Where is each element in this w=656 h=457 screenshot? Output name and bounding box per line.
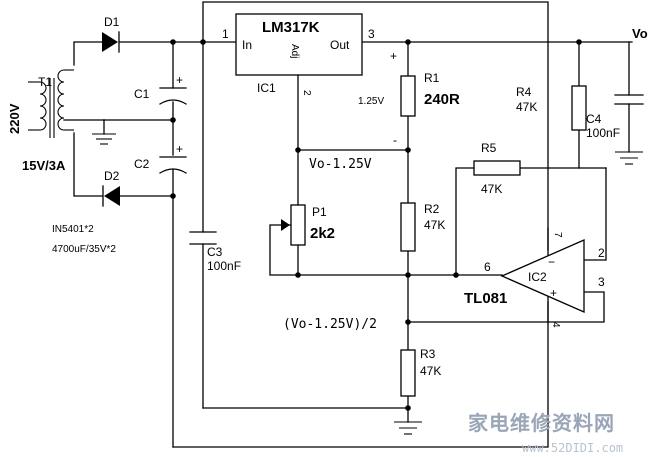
wires [63,1,633,448]
capacitor-c4-value: 100nF [586,126,620,140]
ground-c4-icon [615,151,643,165]
regulator-pin-adj-label: Adj [289,44,300,58]
resistor-r3-label: R3 [420,347,436,361]
node-label-half: (Vo-1.25V)/2 [283,317,377,332]
resistor-r1-plus: + [390,49,397,63]
opamp-pin2: 2 [598,246,605,260]
resistor-r4: R4 47K [516,85,587,131]
opamp-pin3: 3 [598,275,605,289]
capacitor-c1-label: C1 [134,87,150,101]
resistor-r1-label: R1 [424,71,440,85]
opamp-minus-sign: − [548,255,555,269]
capacitor-c4: C4 100nF [586,94,644,140]
regulator-part-number: LM317K [262,19,320,36]
opamp-pin6: 6 [484,260,491,274]
resistor-r4-value: 47K [516,100,537,114]
potentiometer-label: P1 [312,205,327,219]
regulator-designator: IC1 [257,81,276,95]
resistor-r3-value: 47K [420,364,441,378]
regulator-pin1-number: 1 [222,27,229,41]
resistor-r4-label: R4 [516,85,532,99]
resistor-r5-value: 47K [481,182,502,196]
transformer-primary-voltage: 220V [7,103,22,134]
regulator-pin-out-label: Out [330,38,350,52]
capacitor-c3-value: 100nF [207,259,241,273]
junctions [170,39,582,411]
diode-d2-label: D2 [104,169,120,183]
ground-transformer-icon [92,133,116,145]
transformer-t1: T1 220V 15V/3A [7,69,74,173]
regulator-ic1: LM317K In Out Adj 1 2 3 IC1 [222,13,375,96]
resistor-r2-label: R2 [424,202,440,216]
capacitor-c2: + C2 [134,142,187,174]
regulator-pin3-number: 3 [368,27,375,41]
diode-d1: D1 [102,15,120,53]
capacitor-value-note: 4700uF/35V*2 [52,244,116,255]
opamp-part-number: TL081 [464,290,507,307]
watermark-url: www.52DIDI.com [522,441,623,455]
node-label-vo-minus: Vo-1.25V [309,157,372,172]
capacitor-c1-plus: + [176,73,183,87]
diode-part-note: IN5401*2 [52,224,94,235]
resistor-r5-label: R5 [481,141,497,155]
diode-d2: D2 [102,169,120,207]
potentiometer-value: 2k2 [310,225,335,242]
transformer-secondary-rating: 15V/3A [22,158,66,173]
capacitor-c4-label: C4 [586,112,602,126]
opamp-plus-sign: + [550,286,557,300]
transformer-designator: T1 [38,75,52,89]
resistor-r1-value: 240R [424,91,460,108]
capacitor-c1: + C1 [134,73,187,105]
capacitor-c2-plus: + [176,142,183,156]
resistor-r2-value: 47K [424,218,445,232]
resistor-r5: R5 47K [473,141,521,196]
watermark-text: 家电维修资料网 [468,411,615,435]
resistor-r2: R2 47K [400,202,445,252]
opamp-pin4: 4 [550,322,561,328]
opamp-ic2: IC2 − + 6 2 3 7 4 TL081 [464,232,605,328]
regulator-pin2-number: 2 [301,90,312,96]
capacitor-c2-label: C2 [134,157,150,171]
opamp-pin7: 7 [552,232,563,238]
resistor-r3: R3 47K [400,347,441,397]
opamp-designator: IC2 [528,270,547,284]
output-label: Vo [632,26,648,41]
ground-main-icon [394,421,422,435]
resistor-r1-voltage: 1.25V [358,96,384,107]
diode-d1-label: D1 [104,15,120,29]
capacitor-c3-label: C3 [207,245,223,259]
resistor-r1: + - R1 1.25V 240R [358,49,460,147]
regulator-pin-in-label: In [242,38,252,52]
capacitor-c3: C3 100nF [189,231,241,273]
potentiometer-p1: P1 2k2 [281,204,335,246]
resistor-r1-minus: - [393,133,397,147]
